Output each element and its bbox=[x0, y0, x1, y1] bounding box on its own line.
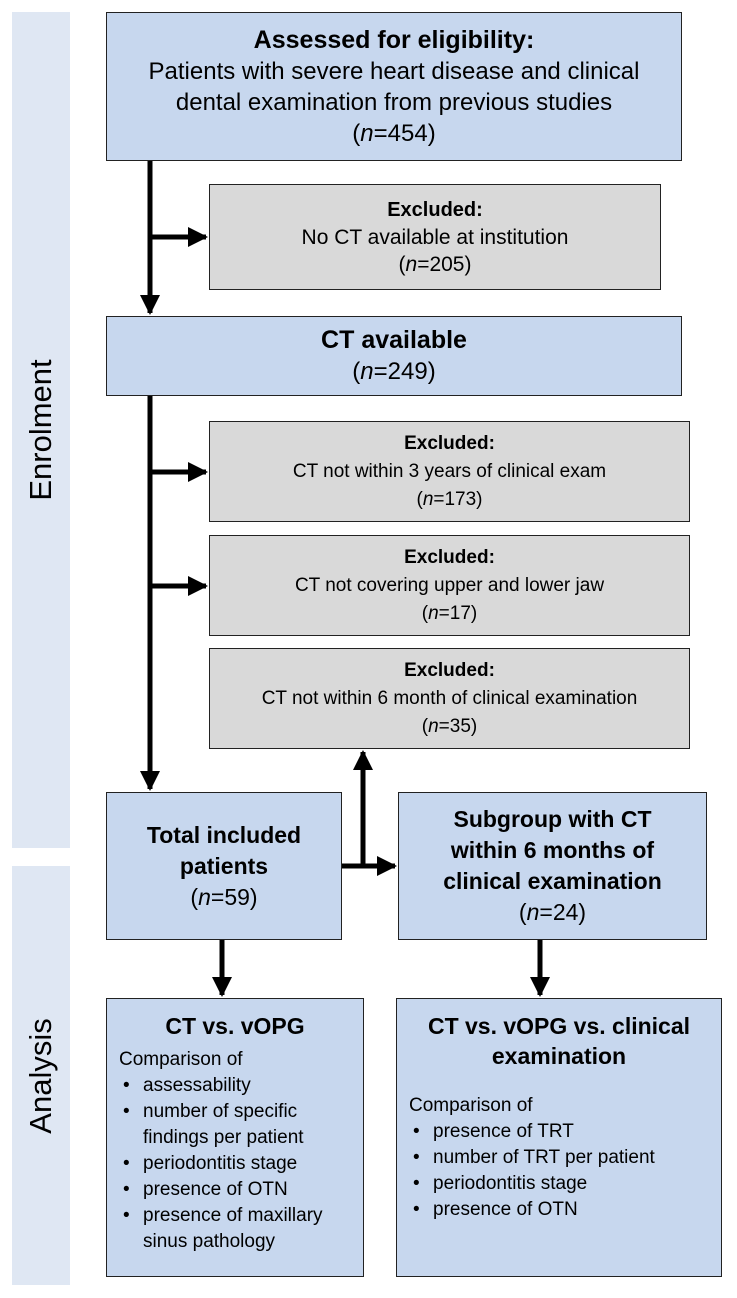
excluded-4-count: (n=35) bbox=[421, 715, 478, 737]
subgroup-line-2: within 6 months of bbox=[450, 837, 655, 863]
excluded-2-title: Excluded: bbox=[404, 432, 495, 454]
analysis-right-item: number of TRT per patient bbox=[409, 1145, 709, 1171]
excluded-1-title: Excluded: bbox=[387, 198, 483, 221]
analysis-right-item: presence of TRT bbox=[409, 1119, 709, 1145]
subgroup-line-1: Subgroup with CT bbox=[453, 806, 652, 832]
ct-available-box: CT available (n=249) bbox=[106, 316, 682, 396]
excluded-2-reason: CT not within 3 years of clinical exam bbox=[292, 460, 607, 482]
analysis-left-box: CT vs. vOPG Comparison of assessability … bbox=[106, 998, 364, 1277]
subgroup-count: (n=24) bbox=[518, 899, 587, 925]
analysis-right-item: presence of OTN bbox=[409, 1197, 709, 1223]
excluded-3-count: (n=17) bbox=[421, 602, 478, 624]
excluded-1-count: (n=205) bbox=[398, 252, 472, 276]
subgroup-line-3: clinical examination bbox=[443, 868, 662, 894]
excluded-box-1: Excluded: No CT available at institution… bbox=[209, 184, 661, 290]
assessed-count: (n=454) bbox=[352, 119, 436, 147]
analysis-left-item: number of specific findings per patient bbox=[119, 1099, 351, 1151]
ct-available-title: CT available bbox=[321, 326, 467, 354]
assessed-box: Assessed for eligibility: Patients with … bbox=[106, 12, 682, 161]
total-included-box: Total included patients (n=59) bbox=[106, 792, 342, 940]
analysis-left-item: assessability bbox=[119, 1073, 351, 1099]
excluded-box-2: Excluded: CT not within 3 years of clini… bbox=[209, 421, 690, 522]
analysis-right-title: CT vs. vOPG vs. clinical examination bbox=[427, 1013, 691, 1069]
excluded-3-reason: CT not covering upper and lower jaw bbox=[294, 574, 605, 596]
excluded-4-title: Excluded: bbox=[404, 659, 495, 681]
assessed-title: Assessed for eligibility: bbox=[253, 25, 535, 54]
total-included-line-2: patients bbox=[179, 852, 269, 879]
total-included-count: (n=59) bbox=[190, 883, 258, 910]
excluded-3-title: Excluded: bbox=[404, 546, 495, 568]
analysis-right-box: CT vs. vOPG vs. clinical examination Com… bbox=[396, 998, 722, 1277]
analysis-left-title: CT vs. vOPG bbox=[165, 1013, 305, 1039]
analysis-right-intro: Comparison of bbox=[409, 1095, 533, 1116]
subgroup-box: Subgroup with CT within 6 months of clin… bbox=[398, 792, 707, 940]
analysis-right-list: presence of TRT number of TRT per patien… bbox=[409, 1119, 709, 1223]
enrolment-phase-bar: Enrolment bbox=[12, 12, 70, 848]
analysis-left-item: presence of maxillary sinus pathology bbox=[119, 1203, 351, 1255]
analysis-left-item: periodontitis stage bbox=[119, 1151, 351, 1177]
excluded-4-reason: CT not within 6 month of clinical examin… bbox=[261, 687, 638, 709]
assessed-line-1: Patients with severe heart disease and c… bbox=[148, 57, 640, 85]
excluded-1-reason: No CT available at institution bbox=[301, 225, 569, 249]
excluded-2-count: (n=173) bbox=[416, 488, 483, 510]
excluded-box-3: Excluded: CT not covering upper and lowe… bbox=[209, 535, 690, 636]
ct-available-count: (n=249) bbox=[352, 358, 436, 385]
total-included-line-1: Total included bbox=[146, 821, 302, 848]
analysis-phase-bar: Analysis bbox=[12, 866, 70, 1285]
analysis-left-list: assessability number of specific finding… bbox=[119, 1073, 351, 1255]
assessed-line-2: dental examination from previous studies bbox=[175, 88, 613, 116]
analysis-left-intro: Comparison of bbox=[119, 1049, 243, 1070]
analysis-right-item: periodontitis stage bbox=[409, 1171, 709, 1197]
analysis-left-item: presence of OTN bbox=[119, 1177, 351, 1203]
excluded-box-4: Excluded: CT not within 6 month of clini… bbox=[209, 648, 690, 749]
